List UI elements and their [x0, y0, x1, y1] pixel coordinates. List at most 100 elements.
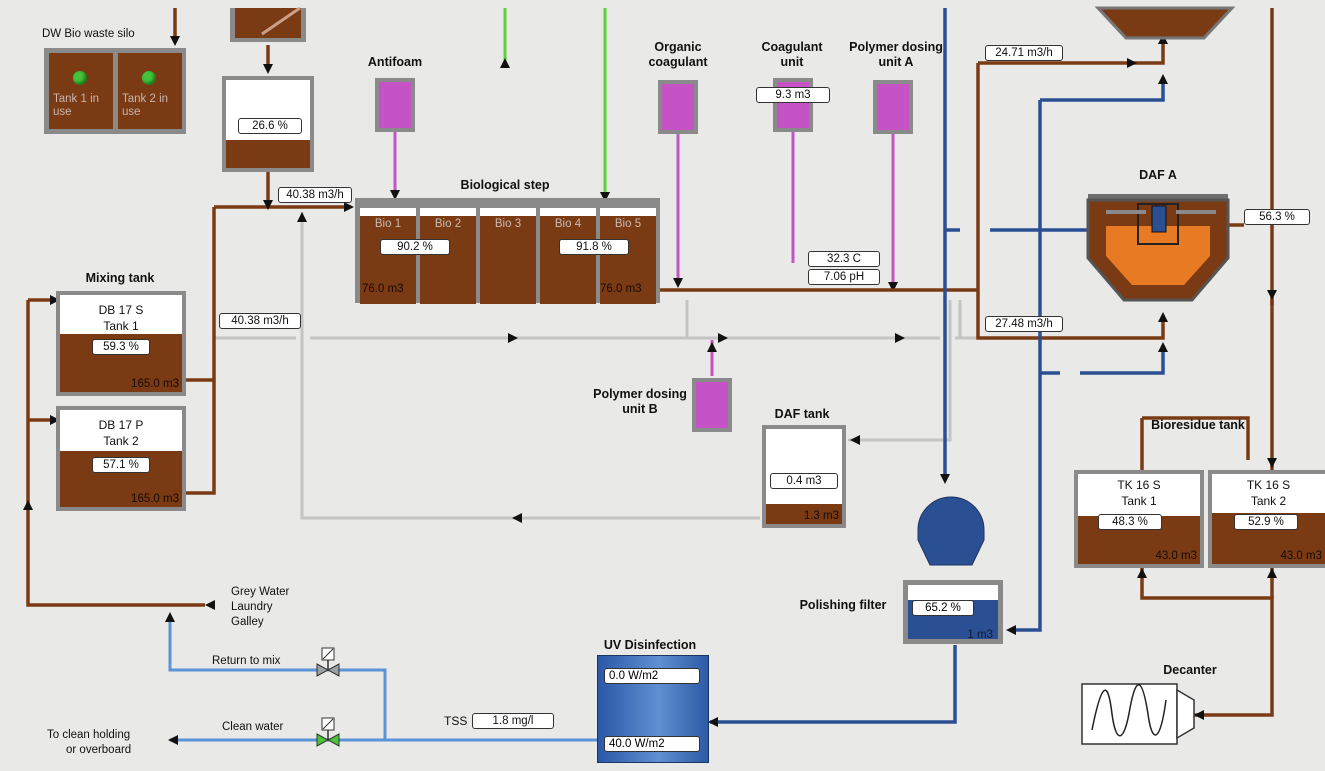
daf-a-percent: 56.3 % — [1244, 209, 1310, 225]
bioresidue-title: Bioresidue tank — [1151, 418, 1245, 432]
organic-coagulant-doser[interactable] — [658, 80, 698, 134]
antifoam-title: Antifoam — [367, 55, 423, 69]
bio-cell-1-label: Bio 1 — [374, 218, 402, 230]
tank-db17s-subname: Tank 1 — [103, 319, 139, 333]
daf-tank-value: 0.4 m3 — [770, 473, 838, 489]
polishing-sphere — [917, 496, 985, 566]
uv-unit[interactable]: 0.0 W/m2 40.0 W/m2 — [597, 655, 709, 763]
pre-tank-level — [226, 140, 310, 168]
coagulant-unit-title: Coagulant unit — [761, 40, 823, 69]
bio-cell-2[interactable]: Bio 2 — [420, 208, 476, 304]
sludge-arrows — [23, 34, 1277, 720]
bioresidue-tank-2[interactable]: TK 16 S Tank 2 52.9 % 43.0 m3 — [1208, 470, 1325, 568]
silo-label: DW Bio waste silo — [42, 28, 135, 40]
status-indicator-icon — [73, 71, 87, 85]
galley-label: Galley — [231, 616, 264, 628]
bioresidue-tank-1-volume: 43.0 m3 — [1155, 550, 1197, 562]
feed-flow-value: 40.38 m3/h — [278, 187, 352, 203]
bioresidue-tank-1[interactable]: TK 16 S Tank 1 48.3 % 43.0 m3 — [1074, 470, 1204, 568]
coagulant-unit-value: 9.3 m3 — [756, 87, 830, 103]
daf-tank-volume: 1.3 m3 — [803, 510, 839, 522]
uv-title: UV Disinfection — [603, 638, 697, 652]
polymer-a-doser[interactable] — [873, 80, 913, 134]
return-to-mix-label: Return to mix — [212, 655, 281, 667]
ph-value: 7.06 pH — [808, 269, 880, 285]
biological-step-title: Biological step — [460, 178, 550, 192]
tss-value: 1.8 mg/l — [472, 713, 554, 729]
dosing-pipes — [393, 130, 895, 376]
daf-tank-title: DAF tank — [774, 407, 830, 421]
silo-tank-1-status: Tank 1 in use — [53, 93, 100, 118]
bio-level-2-percent: 91.8 % — [559, 239, 629, 255]
bioresidue-tank-2-name: TK 16 S — [1246, 478, 1291, 492]
bio-cell-5[interactable]: Bio 5 — [600, 208, 656, 304]
bioresidue-tank-1-percent: 48.3 % — [1098, 514, 1162, 530]
blue-pipes — [710, 8, 1165, 724]
bio-cell-2-label: Bio 2 — [434, 218, 462, 230]
polishing-filter-percent: 65.2 % — [912, 600, 974, 616]
daf-a-title: DAF A — [1139, 168, 1177, 182]
water-pipes — [168, 615, 598, 742]
uv-bottom-value: 40.0 W/m2 — [604, 736, 700, 752]
bio-cell-3[interactable]: Bio 3 — [480, 208, 536, 304]
pre-tank[interactable]: 26.6 % — [222, 76, 314, 172]
daf-tank-level — [766, 504, 842, 524]
tank-db17p-name: DB 17 P — [98, 418, 144, 432]
clean-water-label: Clean water — [222, 721, 284, 733]
daf-a-vessel[interactable] — [1086, 194, 1230, 302]
organic-coagulant-title: Organic coagulant — [648, 40, 708, 69]
bio-volume-1: 76.0 m3 — [362, 283, 404, 295]
flow-mid-value: 27.48 m3/h — [985, 316, 1063, 332]
tss-label: TSS — [444, 714, 468, 728]
to-clean-holding-label: To clean holding — [47, 729, 131, 741]
silo-tank-2-status: Tank 2 in use — [122, 93, 169, 118]
silo-tank-1[interactable]: Tank 1 in use — [49, 53, 113, 129]
bio-cell-3-label: Bio 3 — [494, 218, 522, 230]
bioresidue-tank-1-name: TK 16 S — [1117, 478, 1161, 492]
decanter-unit[interactable] — [1081, 683, 1195, 745]
silo-tank-2[interactable]: Tank 2 in use — [118, 53, 182, 129]
polymer-a-title: Polymer dosing unit A — [849, 40, 943, 69]
bioresidue-tank-2-subname: Tank 2 — [1250, 494, 1287, 508]
polishing-filter-volume: 1 m3 — [967, 629, 993, 641]
bio-cell-5-label: Bio 5 — [614, 218, 642, 230]
green-pipes — [503, 8, 607, 198]
tank-db17p-subname: Tank 2 — [103, 434, 139, 448]
polishing-filter-title: Polishing filter — [799, 598, 887, 612]
decanter-title: Decanter — [1163, 663, 1217, 677]
polymer-b-doser[interactable] — [692, 378, 732, 432]
return-valve[interactable] — [316, 647, 340, 677]
bio-cell-1[interactable]: Bio 1 — [360, 208, 416, 304]
polymer-b-title: Polymer dosing unit B — [593, 387, 687, 416]
bioresidue-tank-1-subname: Tank 1 — [1121, 494, 1157, 508]
flow-top-value: 24.71 m3/h — [985, 45, 1063, 61]
uv-top-value: 0.0 W/m2 — [604, 668, 700, 684]
grey-water-label: Grey Water — [231, 586, 290, 598]
bio-cell-4-label: Bio 4 — [554, 218, 582, 230]
status-indicator-icon — [142, 71, 156, 85]
clean-water-valve[interactable] — [316, 717, 340, 747]
mixing-tank-title: Mixing tank — [85, 271, 155, 285]
pre-tank-percent: 26.6 % — [238, 118, 302, 134]
overboard-label: or overboard — [66, 744, 132, 756]
tank-db17s-name: DB 17 S — [98, 303, 144, 317]
feeder-hopper — [230, 6, 306, 42]
laundry-label: Laundry — [231, 601, 273, 613]
polishing-filter-tank[interactable]: 65.2 % 1 m3 — [903, 580, 1003, 644]
tank-db17s[interactable]: DB 17 S Tank 1 59.3 % 165.0 m3 — [56, 291, 186, 396]
bio-cell-4[interactable]: Bio 4 — [540, 208, 596, 304]
bioresidue-tank-2-percent: 52.9 % — [1234, 514, 1298, 530]
bio-volume-2: 76.0 m3 — [600, 283, 642, 295]
grey-arrows — [297, 212, 905, 523]
antifoam-doser[interactable] — [375, 78, 415, 132]
tank-db17p[interactable]: DB 17 P Tank 2 57.1 % 165.0 m3 — [56, 406, 186, 511]
mixing-flow-value: 40.38 m3/h — [219, 313, 301, 329]
bio-level-1-percent: 90.2 % — [380, 239, 450, 255]
temperature-value: 32.3 C — [808, 251, 880, 267]
tank-db17s-percent: 59.3 % — [92, 339, 150, 355]
tank-db17p-percent: 57.1 % — [92, 457, 150, 473]
tank-db17s-volume: 165.0 m3 — [131, 378, 179, 390]
daf-tank[interactable]: 0.4 m3 1.3 m3 — [762, 425, 846, 528]
